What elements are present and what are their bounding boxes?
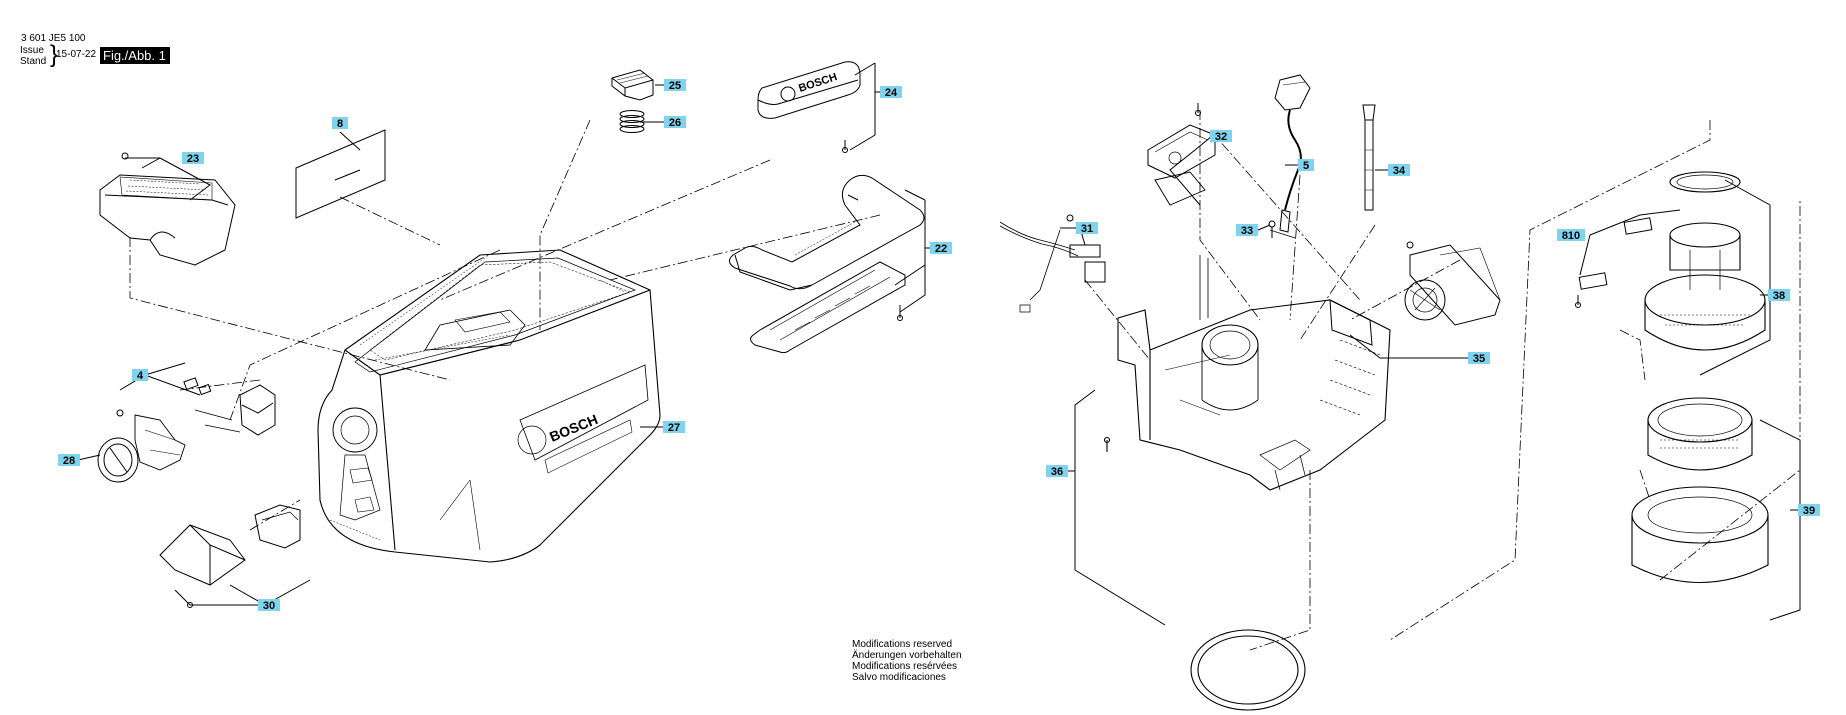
issue-date: 15-07-22	[56, 49, 97, 60]
issue-stand-label: Issue Stand	[20, 45, 50, 67]
callout-34: 34	[1388, 164, 1410, 177]
figure-label: Fig./Abb. 1	[100, 47, 170, 64]
callout-25: 25	[664, 79, 686, 92]
svg-text:38: 38	[1773, 290, 1785, 302]
part-36-motor-housing	[1103, 255, 1391, 491]
part-number: 3 601 JE5 100	[21, 33, 86, 44]
callout-27: 27	[663, 421, 685, 434]
svg-text:26: 26	[669, 117, 681, 129]
issue-label: Issue	[20, 45, 44, 56]
part-22-handle	[729, 174, 925, 354]
stand-label: Stand	[20, 56, 47, 67]
callout-22: 22	[930, 242, 952, 255]
callout-32: 32	[1210, 130, 1232, 143]
svg-text:33: 33	[1241, 225, 1253, 237]
callout-38: 38	[1768, 289, 1790, 302]
part-39-rings	[1631, 397, 1769, 583]
svg-text:23: 23	[187, 153, 199, 165]
callout-8: 8	[332, 117, 348, 130]
svg-text:34: 34	[1393, 165, 1406, 177]
callout-4: 4	[132, 369, 148, 382]
part-26-spring	[619, 110, 645, 133]
part-38-motor	[1644, 171, 1766, 351]
callout-28: 28	[58, 454, 80, 467]
part-24-handle-cap	[757, 61, 861, 153]
modifications-notice: Modifications reserved Änderungen vorbeh…	[852, 639, 962, 683]
svg-text:24: 24	[885, 87, 898, 99]
svg-text:27: 27	[668, 422, 680, 434]
svg-text:810: 810	[1562, 230, 1580, 242]
part-810-brushes	[1575, 217, 1653, 308]
part-31-harness	[999, 214, 1106, 313]
callout-23: 23	[182, 152, 204, 165]
callout-24: 24	[880, 86, 902, 99]
assembly-axes	[129, 110, 1801, 651]
svg-text:30: 30	[263, 600, 275, 612]
svg-text:35: 35	[1473, 353, 1485, 365]
part-25-button	[611, 69, 654, 101]
callout-36: 36	[1046, 465, 1068, 478]
modifications-line-de: Änderungen vorbehalten	[852, 650, 962, 661]
callout-26: 26	[664, 116, 686, 129]
svg-text:32: 32	[1215, 131, 1227, 143]
svg-text:4: 4	[137, 370, 144, 382]
svg-text:31: 31	[1081, 223, 1093, 235]
part-34-rod	[1362, 104, 1376, 211]
part-27-housing	[317, 249, 661, 563]
part-30-flap	[159, 504, 301, 608]
part-28-knob	[97, 437, 139, 483]
leader-lines	[77, 62, 1801, 626]
modifications-line-es: Salvo modificaciones	[852, 672, 946, 683]
svg-text:8: 8	[337, 118, 343, 130]
svg-text:28: 28	[63, 455, 75, 467]
part-33-screw	[1268, 220, 1276, 238]
svg-text:5: 5	[1303, 160, 1309, 172]
callout-33: 33	[1236, 224, 1258, 237]
svg-text:36: 36	[1051, 466, 1063, 478]
brace-glyph: }	[50, 41, 59, 68]
part-8-label	[295, 129, 386, 219]
part-23-grip	[99, 152, 236, 266]
callout-31: 31	[1076, 222, 1098, 235]
modifications-line-fr: Modifications resérvées	[852, 661, 958, 672]
part-32-bracket	[1147, 103, 1216, 206]
callout-5: 5	[1298, 159, 1314, 172]
part-35-fan	[1329, 241, 1501, 346]
part-5-cable	[1269, 74, 1311, 239]
svg-text:22: 22	[935, 243, 947, 255]
callout-30: 30	[258, 599, 280, 612]
callout-35: 35	[1468, 352, 1490, 365]
seal-ring	[1190, 629, 1306, 711]
part-4-switch	[116, 377, 276, 471]
svg-text:25: 25	[669, 80, 681, 92]
modifications-line-en: Modifications reserved	[852, 639, 953, 650]
callout-39: 39	[1798, 504, 1820, 517]
callout-810: 810	[1557, 229, 1585, 242]
svg-text:39: 39	[1803, 505, 1815, 517]
